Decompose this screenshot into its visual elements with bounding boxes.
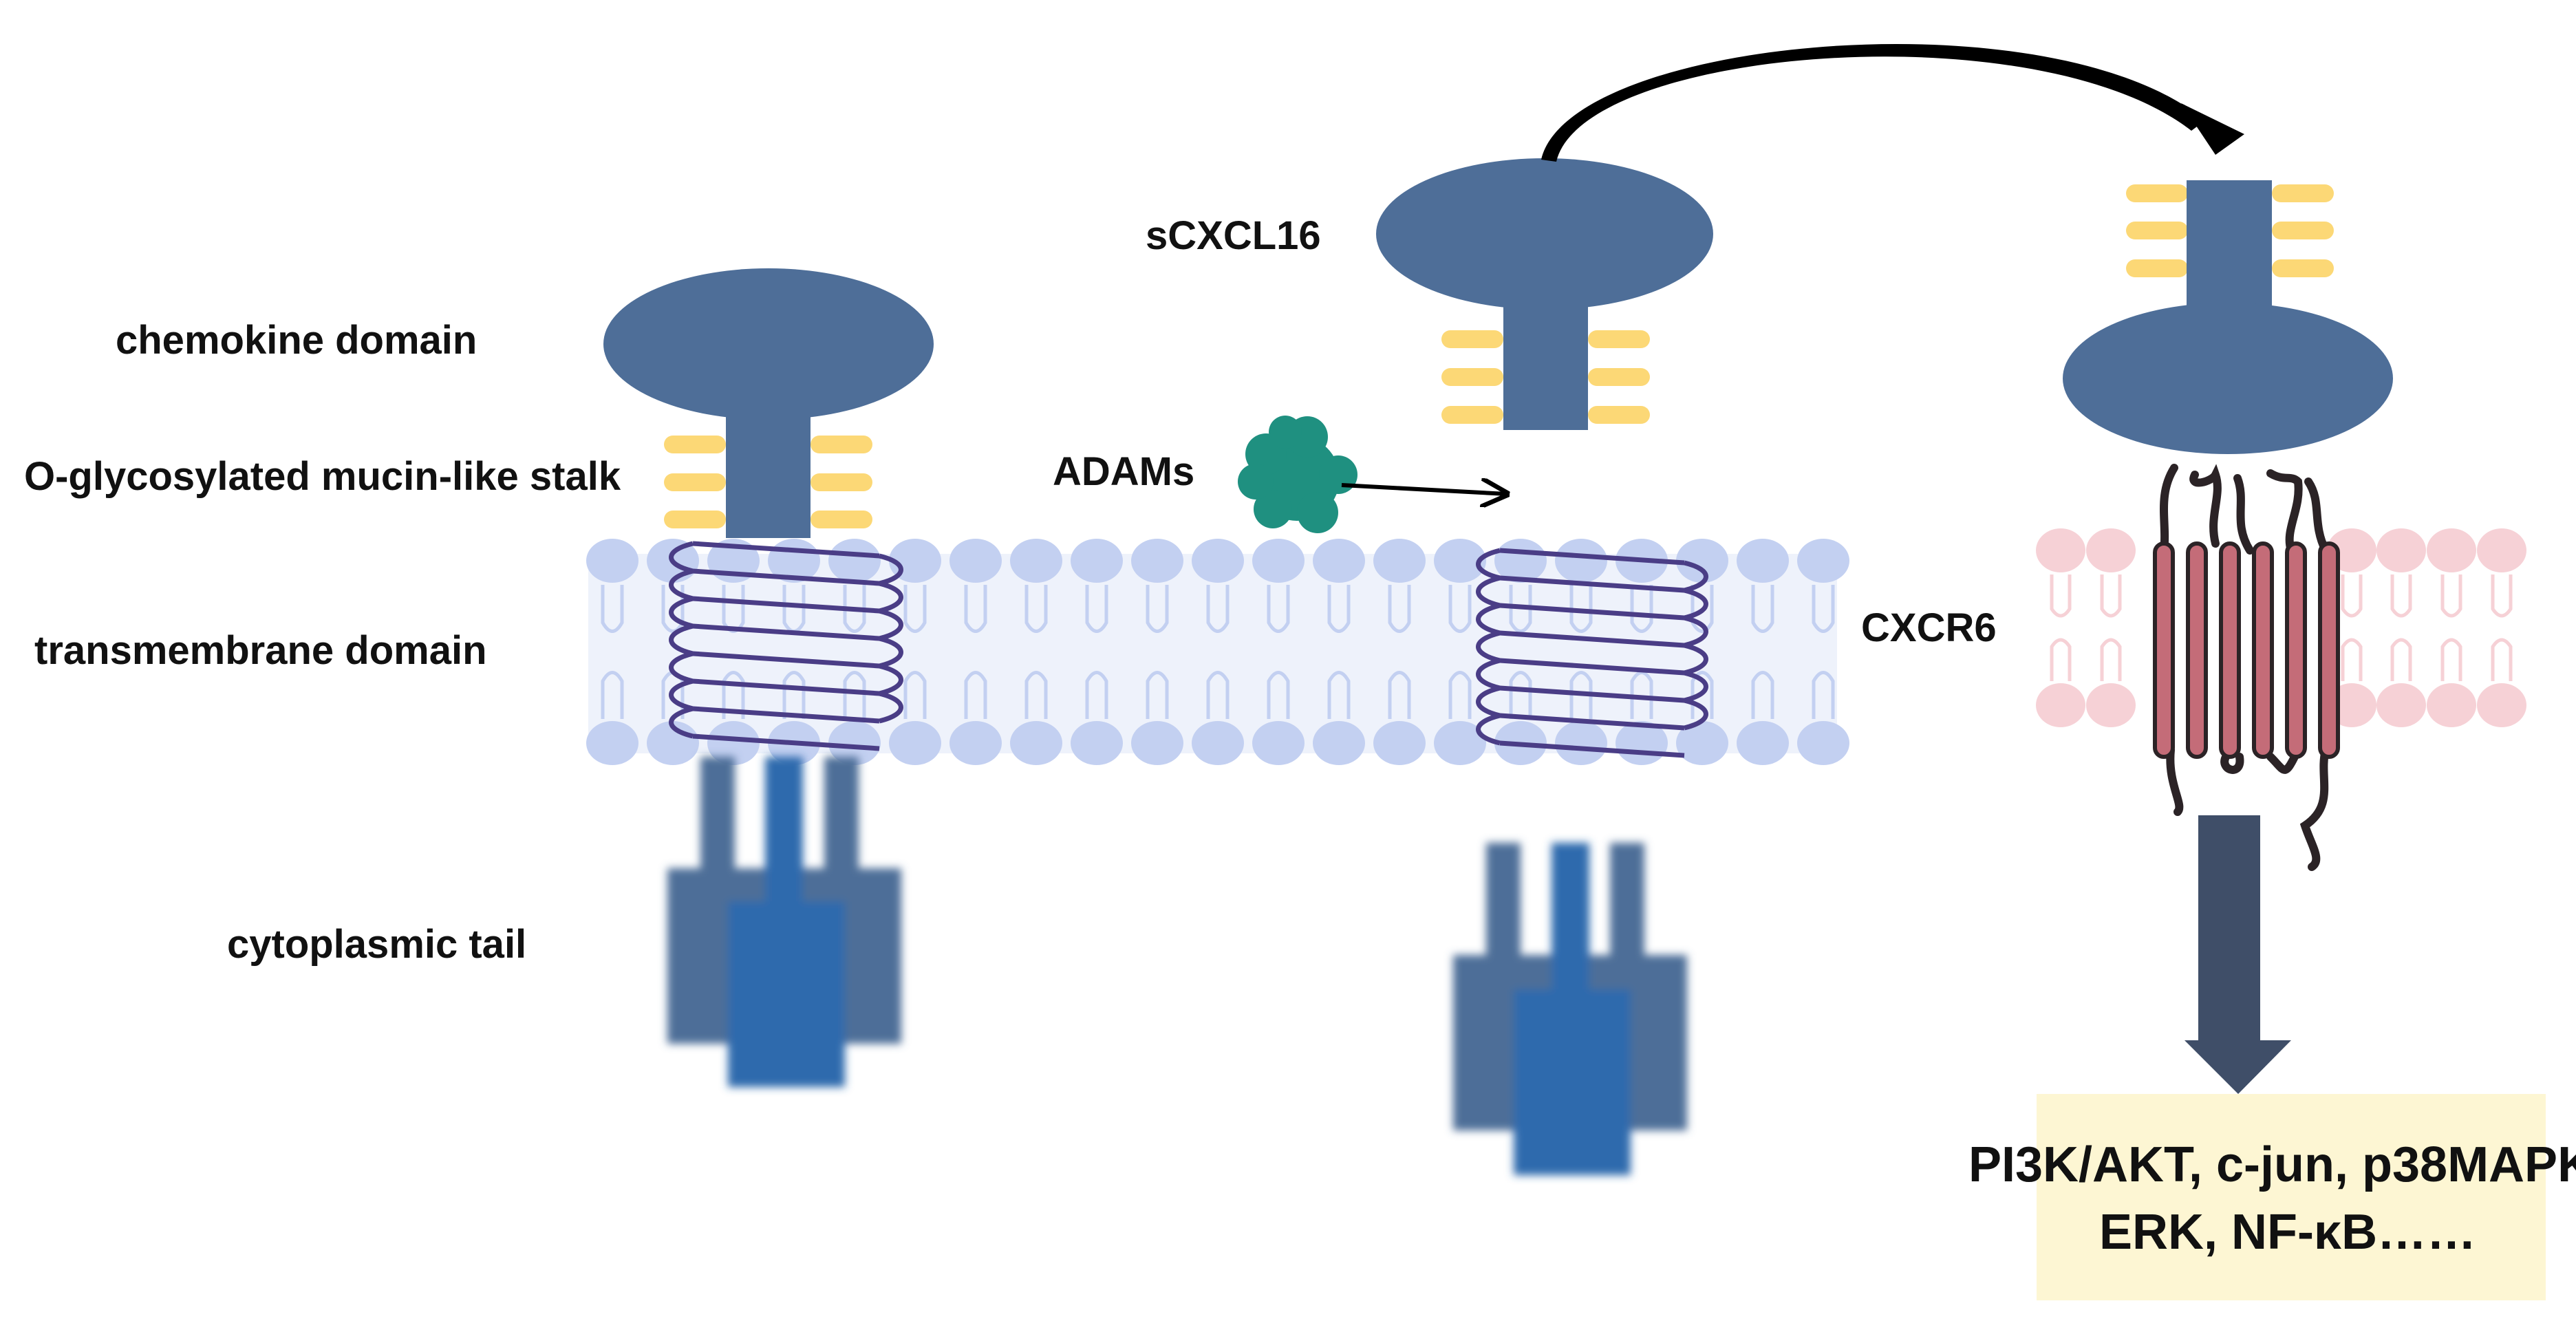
lipid-tail — [843, 585, 866, 719]
lipid-tail — [1267, 585, 1290, 719]
lipid-head — [828, 721, 881, 765]
label-cxcr6: CXCR6 — [1861, 605, 1997, 650]
label-transmembrane-domain: transmembrane domain — [34, 628, 487, 673]
receptor-lipid-tail — [2390, 574, 2412, 681]
lipid-head — [1797, 539, 1849, 583]
cleaved-remnant — [1453, 548, 1708, 1175]
label-chemokine-domain: chemokine domain — [116, 318, 477, 363]
lipid-head — [1676, 539, 1728, 583]
lipid-head — [1010, 721, 1062, 765]
lipid-head — [889, 721, 941, 765]
membrane-cxcl16 — [603, 268, 934, 1087]
receptor-membrane — [2036, 528, 2526, 727]
lipid-head — [949, 539, 1002, 583]
lipid-head — [1252, 721, 1305, 765]
glycan-chains-bound — [2126, 184, 2334, 277]
lipid-head — [828, 539, 881, 583]
binding-curve-arrow — [1541, 43, 2244, 162]
lipid-head — [949, 721, 1002, 765]
receptor-lipid-head — [2086, 528, 2136, 572]
cytoplasmic-tail-middle — [1453, 843, 1687, 1175]
pathway-line-1: PI3K/AKT, c-jun, p38MAPK, — [1968, 1137, 2576, 1192]
label-cytoplasmic-tail: cytoplasmic tail — [227, 922, 526, 967]
lipid-tail — [1630, 585, 1653, 719]
lipid-tail — [1751, 585, 1774, 719]
lipid-tail — [1327, 585, 1351, 719]
receptor-lipid-head — [2477, 528, 2526, 572]
lipid-head — [1555, 721, 1607, 765]
receptor-lipid-head — [2477, 683, 2526, 727]
cytoplasmic-tail-left — [667, 757, 901, 1087]
lipid-tails — [601, 585, 1835, 719]
label-adams: ADAMs — [1053, 449, 1194, 494]
chemokine-domain-left — [603, 268, 934, 420]
lipid-head — [1434, 721, 1486, 765]
lipid-heads — [586, 539, 1849, 765]
receptor-lipid-tail — [2050, 574, 2072, 681]
receptor-lipid-tail — [2100, 574, 2122, 681]
lipid-tail — [1509, 585, 1532, 719]
lipid-head — [1313, 721, 1365, 765]
lipid-head — [1192, 539, 1244, 583]
lipid-tail — [1146, 585, 1169, 719]
receptor-lipid-tail — [2491, 574, 2513, 681]
receptor-lipid-head — [2376, 528, 2426, 572]
lipid-head — [1071, 539, 1123, 583]
pathway-box — [2037, 1094, 2546, 1300]
lipid-head — [1131, 721, 1183, 765]
lipid-head — [586, 721, 638, 765]
lipid-head — [1555, 539, 1607, 583]
cleavage-arrow — [1341, 485, 1507, 494]
receptor-lipid-tail — [2341, 574, 2363, 681]
lipid-head — [1071, 721, 1123, 765]
lipid-tail — [964, 585, 987, 719]
pathway-line-2: ERK, NF-κB…… — [2099, 1205, 2476, 1260]
lipid-tail — [903, 585, 927, 719]
receptor-lipid-head — [2376, 683, 2426, 727]
lipid-head — [1373, 721, 1426, 765]
chemokine-domain-bound — [2063, 303, 2393, 454]
signaling-arrow — [2185, 815, 2291, 1094]
lipid-head — [1737, 539, 1789, 583]
lipid-head — [1676, 721, 1728, 765]
receptor-lipid-tail — [2440, 574, 2462, 681]
receptor-lipid-head — [2086, 683, 2136, 727]
transmembrane-helix-left — [669, 541, 903, 751]
label-mucin-stalk: O-glycosylated mucin-like stalk — [24, 454, 621, 499]
glycan-chains-left — [664, 436, 872, 528]
cell-membrane — [586, 539, 1849, 765]
lipid-tail — [1085, 585, 1108, 719]
cxcr6-receptor-complex: PI3K/AKT, c-jun, p38MAPK, ERK, NF-κB…… — [1968, 180, 2576, 1300]
lipid-head — [1434, 539, 1486, 583]
lipid-tail — [1448, 585, 1472, 719]
lipid-head — [1131, 539, 1183, 583]
lipid-head — [1797, 721, 1849, 765]
lipid-tail — [601, 585, 624, 719]
lipid-tail — [1569, 585, 1593, 719]
lipid-head — [1010, 539, 1062, 583]
lipid-head — [1252, 539, 1305, 583]
receptor-lipid-head — [2036, 683, 2085, 727]
lipid-tail — [1812, 585, 1835, 719]
lipid-tail — [1206, 585, 1230, 719]
lipid-head — [1373, 539, 1426, 583]
lipid-head — [1313, 539, 1365, 583]
lipid-head — [1192, 721, 1244, 765]
lipid-tail — [1388, 585, 1411, 719]
receptor-lipid-head — [2427, 528, 2476, 572]
glycan-chains-soluble — [1441, 330, 1650, 424]
transmembrane-helix-middle — [1476, 548, 1708, 758]
soluble-cxcl16 — [1376, 158, 1713, 430]
receptor-lipid-head — [2036, 528, 2085, 572]
lipid-head — [586, 539, 638, 583]
cxcr6-seven-transmembrane — [2153, 464, 2340, 871]
lipid-tail — [1024, 585, 1048, 719]
lipid-head — [1737, 721, 1789, 765]
adams-protease — [1238, 416, 1357, 533]
receptor-lipid-head — [2427, 683, 2476, 727]
lipid-head — [707, 721, 760, 765]
label-scxcl16: sCXCL16 — [1146, 213, 1321, 258]
chemokine-domain-soluble — [1376, 158, 1713, 310]
